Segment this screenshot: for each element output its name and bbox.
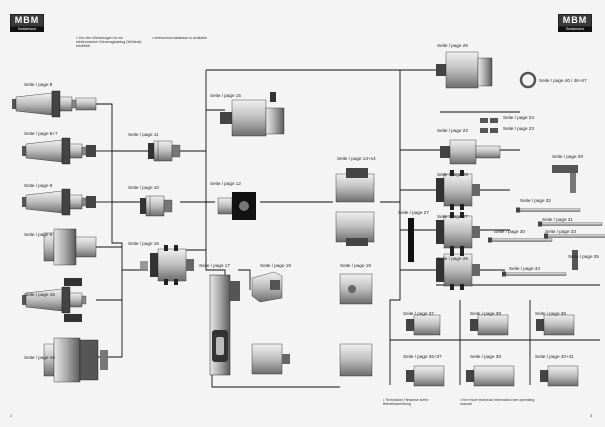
label-page-26: Seite / page 26 [437, 256, 468, 261]
bar-p32 [515, 207, 581, 213]
tool-p17b [251, 343, 290, 375]
label-page-29: Seite / page 29 [552, 154, 583, 159]
label-page-5: Seite / page 5 [24, 232, 53, 237]
label-page-15: Seite / page 15 [210, 93, 241, 98]
label-page-35: Seite / page 35 [568, 254, 599, 259]
inserts-p24 [480, 118, 498, 133]
label-page-24: Seite / page 24 [503, 115, 534, 120]
label-page-27-b: Seite / page 27 [398, 210, 429, 215]
tool-p19a [251, 271, 283, 303]
brand-tagline: Switzerland [558, 27, 592, 32]
head-p38a [470, 314, 509, 336]
label-page-13-14: Seite / page 13+14 [337, 156, 376, 161]
holder-p12 [217, 192, 256, 220]
adapter-p10 [139, 195, 173, 217]
label-page-40-46-47: Seite / page 40 / 46+47 [539, 78, 587, 83]
label-page-8: Seite / page 8 [24, 82, 53, 87]
label-page-6-7: Seite / page 6+7 [24, 131, 58, 136]
adapter-p11 [147, 140, 181, 162]
head-p39 [536, 314, 575, 336]
head-p3637 [406, 365, 445, 387]
label-page-32: Seite / page 32 [520, 198, 551, 203]
label-page-38-b: Seite / page 38 [470, 354, 501, 359]
slide-p17 [209, 274, 240, 376]
brand-name: MBM [558, 14, 592, 27]
label-page-9: Seite / page 9 [24, 183, 53, 188]
label-page-39: Seite / page 39 [535, 311, 566, 316]
head-p22 [440, 139, 501, 165]
tool-p29 [552, 165, 578, 193]
note-top-left: • Von den Werkzeugen ist ein elektronisc… [76, 36, 142, 49]
label-page-16-a: Seite / page 16 [24, 292, 55, 297]
bar-p34 [501, 271, 567, 277]
head-p4041 [540, 365, 579, 387]
brand-name: MBM [10, 14, 44, 27]
brand-tagline: Switzerland [10, 27, 44, 32]
label-page-12: Seite / page 12 [210, 181, 241, 186]
divider-bar-p27 [408, 218, 414, 262]
label-page-19-a: Seite / page 19 [260, 263, 291, 268]
brand-logo-right: MBM Switzerland [558, 14, 592, 32]
page-number-left: 2 [10, 413, 13, 418]
head-p15 [220, 92, 285, 137]
label-page-37: Seite / page 37 [403, 311, 434, 316]
label-page-19-b: Seite / page 19 [340, 263, 371, 268]
label-page-10: Seite / page 10 [128, 185, 159, 190]
label-page-25: Seite / page 25 [437, 43, 468, 48]
page-number-right: 3 [590, 413, 593, 418]
holder-p5 [43, 228, 97, 266]
head-p25 [436, 51, 493, 89]
label-page-27: Seite / page 27 [437, 214, 468, 219]
holder-p16a [21, 278, 87, 322]
label-page-17: Seite / page 17 [199, 263, 230, 268]
head-p37 [406, 314, 441, 336]
bar-p33 [543, 233, 605, 239]
label-page-40-41: Seite / page 40+41 [535, 354, 574, 359]
head-p16 [140, 244, 195, 286]
note-bottom-right: • Ihre more technical information see op… [460, 398, 535, 407]
brand-logo-left: MBM Switzerland [10, 14, 44, 32]
holder-p67 [21, 137, 96, 165]
label-page-38-a: Seite / page 38 [470, 311, 501, 316]
label-page-30: Seite / page 30 [494, 229, 525, 234]
holder-p9 [21, 188, 96, 216]
label-page-22: Seite / page 22 [437, 128, 468, 133]
boring-heads-p1314 [335, 168, 375, 246]
holder-p8 [11, 90, 97, 118]
label-page-16-c: Seite / page 16 [128, 241, 159, 246]
holder-p16b [43, 337, 108, 383]
label-page-31: Seite / page 31 [542, 217, 573, 222]
head-p38b [466, 365, 515, 387]
bar-p31 [537, 221, 603, 227]
tool-p35 [572, 250, 578, 270]
tool-p19c [339, 343, 373, 377]
note-top-right: • elektronical database is available [152, 36, 207, 40]
label-page-23: Seite / page 23 [503, 126, 534, 131]
label-page-28: Seite / page 28 [437, 172, 468, 177]
label-page-34: Seite / page 34 [509, 266, 540, 271]
label-page-33: Seite / page 33 [545, 229, 576, 234]
connector-lines [96, 69, 600, 388]
note-bottom-left: • Technische Hinweise siehe Betriebsanle… [383, 398, 429, 407]
label-page-11: Seite / page 11 [128, 132, 159, 137]
bar-p30 [487, 237, 553, 243]
tool-p19b [339, 273, 373, 305]
label-page-16-b: Seite / page 16 [24, 355, 55, 360]
ring-p40 [519, 71, 537, 89]
label-page-36-37: Seite / page 36+37 [403, 354, 442, 359]
